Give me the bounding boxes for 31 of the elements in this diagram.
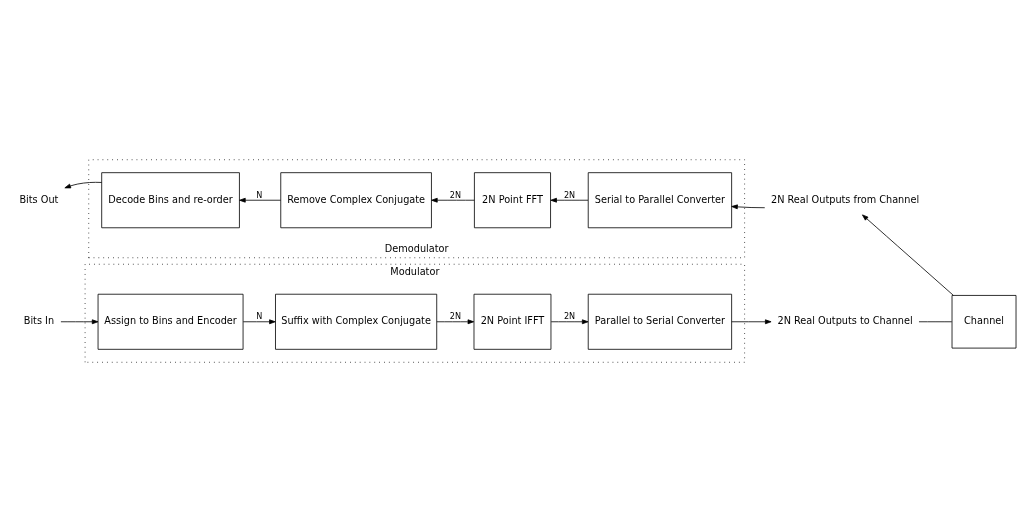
edge-label: 2N bbox=[449, 311, 461, 322]
node-box: 2N Point FFT bbox=[473, 172, 551, 229]
arrow bbox=[435, 319, 474, 325]
arrow bbox=[60, 319, 98, 325]
arrow bbox=[730, 204, 765, 210]
arrow bbox=[63, 181, 102, 189]
edge-label: 2N bbox=[563, 311, 575, 322]
arrow bbox=[430, 197, 475, 203]
edge-label: 2N bbox=[449, 189, 461, 200]
node-box: Parallel to Serial Converter bbox=[587, 293, 732, 350]
node-box: Serial to Parallel Converter bbox=[587, 172, 732, 229]
arrow bbox=[550, 319, 588, 325]
node-text: Bits In bbox=[23, 315, 54, 327]
edge-label: 2N bbox=[563, 189, 575, 200]
arrow bbox=[238, 197, 281, 203]
connector bbox=[918, 321, 952, 323]
node-box: 2N Point IFFT bbox=[473, 293, 551, 350]
node-box: Remove Complex Conjugate bbox=[279, 172, 432, 229]
node-box: Channel bbox=[951, 295, 1016, 349]
node-text: Bits Out bbox=[18, 193, 58, 205]
edge-label: N bbox=[255, 189, 262, 200]
node-text: 2N Real Outputs to Channel bbox=[776, 315, 913, 327]
node-box: Decode Bins and re-order bbox=[100, 172, 240, 229]
edge-label: N bbox=[255, 311, 262, 322]
node-text: 2N Real Outputs from Channel bbox=[770, 193, 919, 205]
arrow bbox=[549, 197, 588, 203]
node-box: Suffix with Complex Conjugate bbox=[274, 293, 437, 350]
node-box: Assign to Bins and Encoder bbox=[97, 293, 243, 350]
arrow bbox=[242, 319, 276, 325]
arrow bbox=[861, 214, 954, 296]
arrow bbox=[730, 319, 771, 325]
